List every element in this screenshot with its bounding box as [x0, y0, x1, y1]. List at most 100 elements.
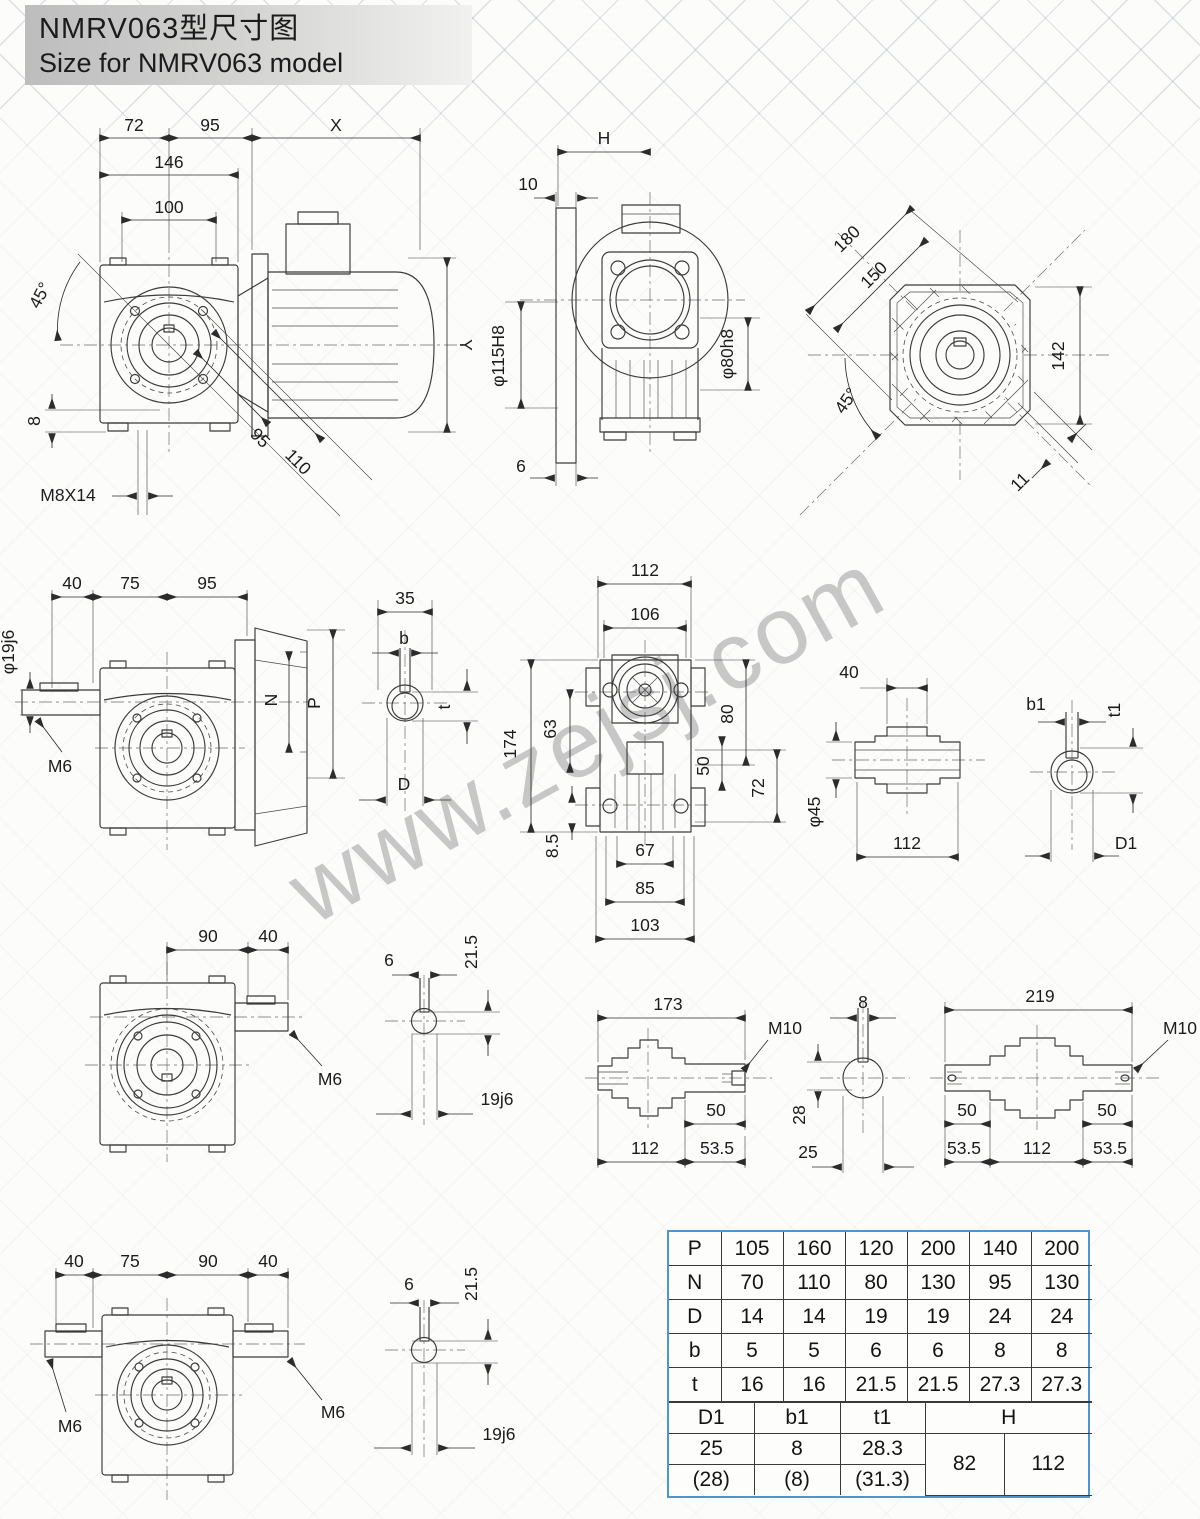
- dim-label: 72: [748, 778, 768, 797]
- dim-label: 95: [197, 573, 216, 593]
- table-cell: 160: [782, 1232, 846, 1266]
- table-cell: (8): [753, 1464, 841, 1495]
- row-header: N: [669, 1265, 722, 1300]
- dim-label: D: [398, 774, 411, 794]
- dim-label: 90: [198, 926, 218, 946]
- dim-label: 53.5: [1093, 1138, 1127, 1158]
- row-header: t: [669, 1367, 722, 1402]
- col-header: t1: [839, 1402, 926, 1434]
- view-single-worm-shaft-drawing: 173 M10 50 112 53.5: [585, 994, 802, 1168]
- dim-label: 6: [516, 456, 526, 476]
- dimension-table-footer: D1 b1 t1 H 25 8 28.3 82 112 (28) (8) (31…: [669, 1402, 1093, 1496]
- view-output-bore-section-drawing: b1 t1 D1: [1025, 694, 1143, 862]
- dim-label: P: [304, 697, 324, 709]
- dim-label: 103: [630, 915, 659, 935]
- dim-label: H: [598, 128, 611, 148]
- table-cell: 140: [968, 1232, 1032, 1266]
- view-hollow-hub-drawing: 40 φ45 112: [804, 662, 985, 862]
- dimension-table-main: P 105 160 120 200 140 200 N 70 110 80 13…: [669, 1232, 1092, 1402]
- dim-label: 28: [789, 1105, 809, 1124]
- table-cell: 200: [906, 1232, 970, 1266]
- dim-label: M6: [58, 1416, 82, 1436]
- table-cell: 21.5: [906, 1367, 970, 1402]
- table-cell: 24: [1030, 1299, 1092, 1334]
- dim-label: 40: [839, 662, 859, 682]
- dim-label: 219: [1025, 986, 1054, 1006]
- table-cell: 112: [1003, 1433, 1093, 1496]
- dim-label: 180: [829, 221, 864, 256]
- dim-label: φ115H8: [488, 325, 508, 387]
- dim-label: 40: [258, 926, 278, 946]
- table-cell: 130: [906, 1265, 970, 1300]
- table-cell: 16: [720, 1367, 784, 1402]
- dim-label: 50: [706, 1100, 726, 1120]
- table-cell: 14: [782, 1299, 846, 1334]
- dim-label: 112: [893, 833, 921, 853]
- dim-label: 146: [154, 152, 183, 172]
- table-row: P 105 160 120 200 140 200: [669, 1232, 1092, 1266]
- dim-label: 85: [635, 878, 654, 898]
- dim-label: M6: [318, 1069, 342, 1089]
- dim-label: 63: [540, 719, 560, 738]
- table-cell: 8: [753, 1433, 841, 1465]
- view-side-flange-drawing: H 10 φ115H8 φ80h8 6: [488, 128, 760, 486]
- col-header: b1: [753, 1402, 841, 1434]
- dim-label: D1: [1115, 833, 1137, 853]
- table-cell: 25: [669, 1433, 755, 1465]
- dim-label: 10: [518, 174, 538, 194]
- table-cell: 8: [1030, 1333, 1092, 1368]
- dim-label: 53.5: [947, 1138, 981, 1158]
- view-bottom-face-drawing: 112 106 174 63 8.5 80 50 72 67 85 103: [500, 560, 786, 943]
- table-cell: (31.3): [839, 1464, 925, 1495]
- dim-label: M10: [1163, 1018, 1197, 1038]
- table-cell: 14: [720, 1299, 784, 1334]
- dim-label: φ45: [804, 797, 824, 828]
- dim-label: M6: [321, 1402, 345, 1422]
- dim-label: 50: [957, 1100, 977, 1120]
- table-row: 25 8 28.3 82 112: [669, 1433, 1093, 1496]
- page-title-en: Size for NMRV063 model: [39, 48, 344, 78]
- view-front-double-shaft-drawing: 40 75 90 40 M6 M6: [30, 1251, 345, 1500]
- dimension-table: P 105 160 120 200 140 200 N 70 110 80 13…: [667, 1230, 1093, 1498]
- dim-label: 40: [62, 573, 82, 593]
- dim-label: 6: [384, 950, 394, 970]
- dim-label: 8: [858, 992, 868, 1012]
- dim-label: M8X14: [40, 485, 96, 505]
- table-cell: 130: [1030, 1265, 1092, 1300]
- dim-label: 90: [198, 1251, 218, 1271]
- dim-label: 19j6: [480, 1089, 513, 1109]
- dim-label: 150: [856, 257, 891, 292]
- row-header: b: [669, 1333, 722, 1368]
- table-cell: 80: [844, 1265, 908, 1300]
- col-header: D1: [669, 1402, 755, 1434]
- view-front-with-motor-drawing: 72 95 X 146 100 45° 8 M8X14 95 110 Y: [24, 115, 476, 517]
- table-cell: 6: [844, 1333, 908, 1368]
- dim-label: 95: [200, 115, 219, 135]
- dim-label: 95: [246, 424, 274, 452]
- page-title-zh: NMRV063型尺寸图: [39, 13, 300, 45]
- table-cell: 21.5: [844, 1367, 908, 1402]
- dim-label: 72: [124, 115, 143, 135]
- row-header: P: [669, 1232, 722, 1266]
- table-cell: 95: [968, 1265, 1032, 1300]
- dim-label: 45°: [25, 279, 55, 312]
- table-cell: 27.3: [1030, 1367, 1092, 1402]
- dim-label: 67: [635, 840, 654, 860]
- table-cell: 82: [924, 1433, 1005, 1496]
- dim-label: M6: [48, 756, 72, 776]
- title-banner: NMRV063型尺寸图 Size for NMRV063 model: [25, 5, 472, 85]
- dim-label: 35: [395, 588, 414, 608]
- table-cell: 120: [844, 1232, 908, 1266]
- table-cell: 27.3: [968, 1367, 1032, 1402]
- dim-label: 6: [404, 1274, 414, 1294]
- table-cell: 5: [720, 1333, 784, 1368]
- table-cell: 24: [968, 1299, 1032, 1334]
- dim-label: 50: [693, 756, 713, 776]
- dim-label: 106: [630, 604, 659, 624]
- table-cell: 16: [782, 1367, 846, 1402]
- view-input-shaft-section-drawing: 35 b t D: [359, 588, 478, 812]
- table-cell: 70: [720, 1265, 784, 1300]
- table-cell: 28.3: [839, 1433, 926, 1465]
- dim-label: N: [261, 694, 281, 707]
- dim-label: Y: [456, 339, 476, 351]
